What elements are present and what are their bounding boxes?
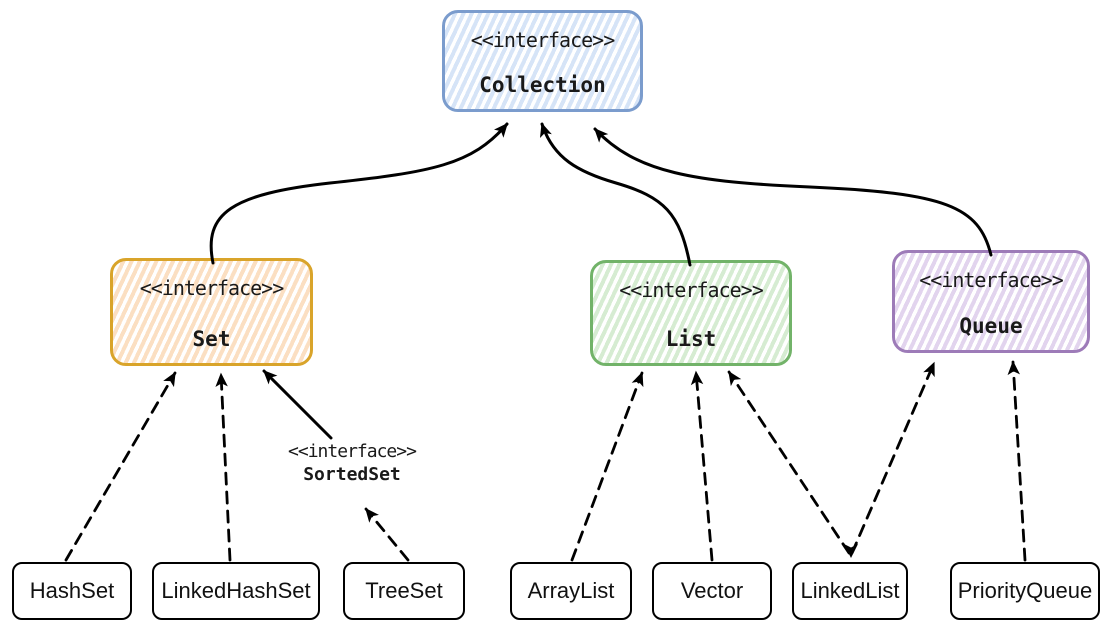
class-node-arraylist: ArrayList xyxy=(510,562,632,620)
sortedset-name-label: SortedSet xyxy=(303,464,401,486)
edge-hashset-to-set xyxy=(64,371,177,562)
linkedlist-label: LinkedList xyxy=(800,578,900,603)
list-name-label: List xyxy=(665,327,717,351)
edge-queue-to-collection xyxy=(593,127,993,257)
treeset-label: TreeSet xyxy=(365,578,443,603)
arraylist-label: ArrayList xyxy=(527,578,615,603)
linkedhashset-label: LinkedHashSet xyxy=(161,578,311,603)
list-stereotype-label: <<interface>> xyxy=(619,278,764,302)
queue-name-label: Queue xyxy=(959,314,1023,338)
interface-node-set: <<interface>> Set xyxy=(110,258,313,366)
collection-name-label: Collection xyxy=(479,73,606,97)
interface-node-collection: <<interface>> Collection xyxy=(442,10,643,112)
class-node-vector: Vector xyxy=(652,562,772,620)
collection-stereotype-label: <<interface>> xyxy=(470,28,616,52)
edge-list-to-collection xyxy=(540,122,692,267)
hashset-label: HashSet xyxy=(29,578,115,603)
linkedlist-converge-arrowhead-icon xyxy=(844,544,858,558)
interface-node-list: <<interface>> List xyxy=(590,260,792,366)
class-node-hashset: HashSet xyxy=(12,562,132,620)
edge-linkedlist-to-list xyxy=(727,370,851,555)
edge-linkedhashset-to-set xyxy=(215,372,232,562)
class-node-treeset: TreeSet xyxy=(343,562,465,620)
class-node-linkedhashset: LinkedHashSet xyxy=(152,562,320,620)
interface-node-queue: <<interface>> Queue xyxy=(892,250,1090,353)
class-node-priorityqueue: PriorityQueue xyxy=(950,562,1100,620)
set-name-label: Set xyxy=(192,327,231,351)
interface-label-sortedset: <<interface>> SortedSet xyxy=(272,440,432,486)
vector-label: Vector xyxy=(680,578,744,603)
edge-set-to-collection xyxy=(209,122,509,265)
set-stereotype-label: <<interface>> xyxy=(139,276,285,300)
class-node-linkedlist: LinkedList xyxy=(792,562,908,620)
priorityqueue-label: PriorityQueue xyxy=(957,578,1093,603)
edge-treeset-to-sortedset xyxy=(364,507,410,562)
edge-priorityqueue-to-queue xyxy=(1007,360,1027,562)
edge-vector-to-list xyxy=(690,370,714,562)
edge-sortedset-to-set xyxy=(262,369,333,440)
sortedset-stereotype-label: <<interface>> xyxy=(288,441,417,462)
edge-arraylist-to-list xyxy=(570,371,644,562)
edge-linkedlist-to-queue xyxy=(850,361,936,555)
queue-stereotype-label: <<interface>> xyxy=(919,268,1064,292)
